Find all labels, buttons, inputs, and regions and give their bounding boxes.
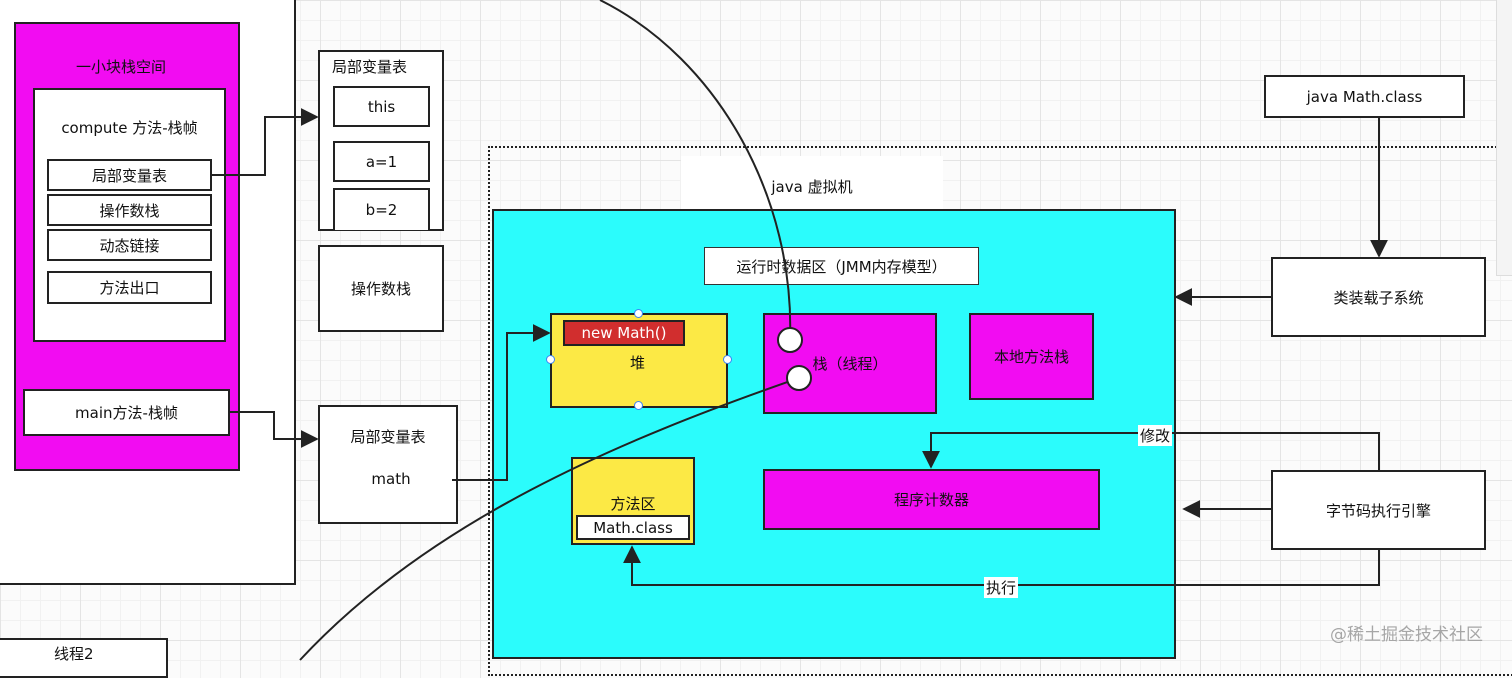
compute-return-addr[interactable]: 方法出口 — [47, 271, 212, 304]
main-locals-box[interactable] — [318, 405, 458, 524]
side-toolbar[interactable] — [1496, 0, 1512, 276]
compute-dynamic-link[interactable]: 动态链接 — [47, 229, 212, 261]
local-vars-title: 局部变量表 — [332, 58, 408, 76]
main-locals-title: 局部变量表 — [350, 428, 426, 446]
local-var-a[interactable]: a=1 — [333, 141, 430, 182]
program-counter[interactable]: 程序计数器 — [763, 469, 1100, 530]
class-loader-box[interactable]: 类装载子系统 — [1271, 257, 1486, 337]
watermark: @稀土掘金技术社区 — [1330, 625, 1483, 645]
math-class-box[interactable]: Math.class — [576, 515, 690, 540]
heap-handle-right[interactable] — [723, 355, 732, 364]
heap-handle-bottom[interactable] — [634, 401, 643, 410]
stack-space-label: 一小块栈空间 — [75, 58, 166, 76]
stack-connector-upper[interactable] — [777, 327, 803, 353]
operand-stack-box[interactable]: 操作数栈 — [318, 245, 444, 332]
modify-label: 修改 — [1138, 425, 1173, 446]
new-math-object[interactable]: new Math() — [563, 320, 685, 346]
local-var-this[interactable]: this — [333, 86, 430, 127]
heap-handle-top[interactable] — [634, 309, 643, 318]
execute-label: 执行 — [984, 577, 1019, 598]
main-frame[interactable]: main方法-栈帧 — [23, 389, 230, 436]
thread2-label: 线程2 — [54, 645, 94, 663]
local-var-b[interactable]: b=2 — [333, 188, 430, 230]
method-area-label: 方法区 — [610, 495, 656, 513]
class-file-box[interactable]: java Math.class — [1264, 75, 1465, 118]
runtime-area-title: 运行时数据区（JMM内存模型） — [704, 247, 979, 285]
compute-local-vars[interactable]: 局部变量表 — [47, 159, 212, 191]
compute-frame-label: compute 方法-栈帧 — [61, 119, 198, 137]
heap-handle-left[interactable] — [546, 355, 555, 364]
exec-engine-box[interactable]: 字节码执行引擎 — [1271, 470, 1486, 550]
native-method-stack[interactable]: 本地方法栈 — [969, 313, 1094, 400]
compute-operand-stack[interactable]: 操作数栈 — [47, 194, 212, 226]
stack-connector-lower[interactable] — [786, 365, 812, 391]
jvm-title: java 虚拟机 — [681, 156, 943, 216]
main-locals-var: math — [371, 470, 411, 488]
heap-label: 堆 — [630, 354, 646, 372]
